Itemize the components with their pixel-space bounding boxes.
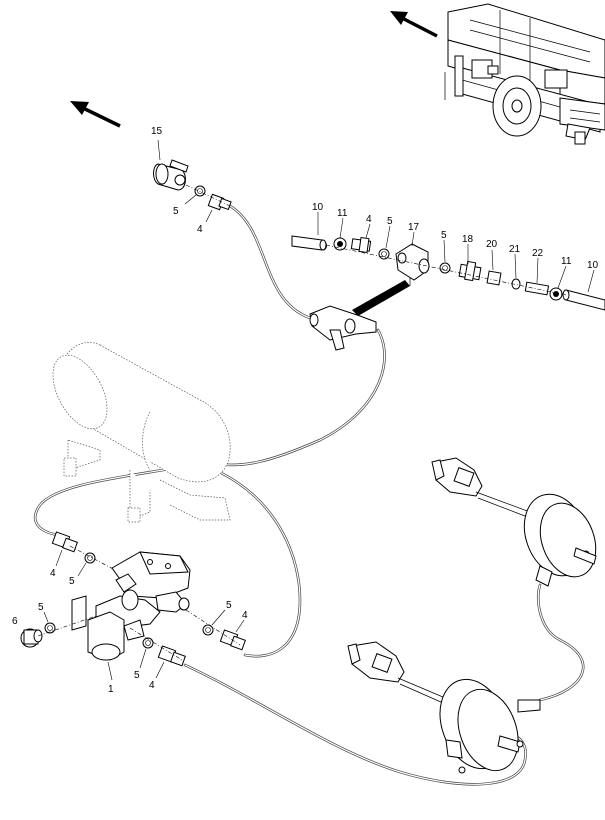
o-ring-right xyxy=(202,609,226,636)
relay-valve-part-1 xyxy=(71,551,191,681)
clamp-11-right xyxy=(549,265,567,301)
tee-connector-17 xyxy=(395,231,430,286)
callout-21: 21 xyxy=(509,244,521,255)
o-ring-top xyxy=(184,185,206,205)
clamp-11-left xyxy=(333,217,347,251)
callout-5: 5 xyxy=(134,670,140,681)
callout-20: 20 xyxy=(486,239,498,250)
o-ring-5-row-a xyxy=(378,225,391,260)
insert-22 xyxy=(524,257,550,296)
callout-4: 4 xyxy=(197,224,203,235)
callout-15: 15 xyxy=(151,126,163,137)
o-ring-5-row-b xyxy=(439,239,451,274)
callout-5: 5 xyxy=(441,230,447,241)
callout-4: 4 xyxy=(366,214,372,225)
air-hoses xyxy=(33,204,585,786)
hose-line-10-right xyxy=(562,269,605,311)
o-ring-left xyxy=(43,611,56,634)
callout-5: 5 xyxy=(387,216,393,227)
callout-17: 17 xyxy=(408,222,420,233)
callout-10: 10 xyxy=(587,260,599,271)
callout-11: 11 xyxy=(337,208,348,219)
callout-11: 11 xyxy=(561,256,572,267)
tee-connector-installed xyxy=(309,280,410,351)
callout-5: 5 xyxy=(173,206,179,217)
plug-part-6 xyxy=(20,628,43,648)
ring-21 xyxy=(511,253,521,290)
callout-5: 5 xyxy=(69,576,75,587)
fitting-top xyxy=(205,193,232,223)
direction-arrow-top-right xyxy=(390,11,438,38)
callout-1: 1 xyxy=(108,684,114,695)
spreader-machine-illustration xyxy=(444,3,605,145)
callout-10: 10 xyxy=(312,202,324,213)
fitting-18 xyxy=(458,244,482,282)
direction-arrow-left xyxy=(70,101,121,128)
callout-5: 5 xyxy=(226,600,232,611)
nut-20 xyxy=(486,249,502,286)
callout-18: 18 xyxy=(462,234,474,245)
callout-labels: 15 5 4 10 11 4 5 17 5 18 20 21 22 11 10 … xyxy=(12,126,599,695)
callout-6: 6 xyxy=(12,616,18,627)
hose-line-10-left xyxy=(291,212,327,251)
air-tank-phantom xyxy=(52,342,231,523)
o-ring-valve-top xyxy=(77,552,96,577)
callout-4: 4 xyxy=(242,610,248,621)
o-ring-bottom xyxy=(139,637,154,669)
fitting-valve-top xyxy=(51,531,78,567)
callout-4: 4 xyxy=(50,568,56,579)
fitting-bottom xyxy=(155,645,186,679)
callout-5: 5 xyxy=(38,602,44,613)
callout-22: 22 xyxy=(532,248,544,259)
gladhand-coupler-part-15 xyxy=(153,139,189,191)
callout-4: 4 xyxy=(149,680,155,691)
fitting-4-row xyxy=(350,223,372,254)
brake-chamber-upper xyxy=(431,457,597,587)
brake-chamber-lower xyxy=(347,641,541,774)
